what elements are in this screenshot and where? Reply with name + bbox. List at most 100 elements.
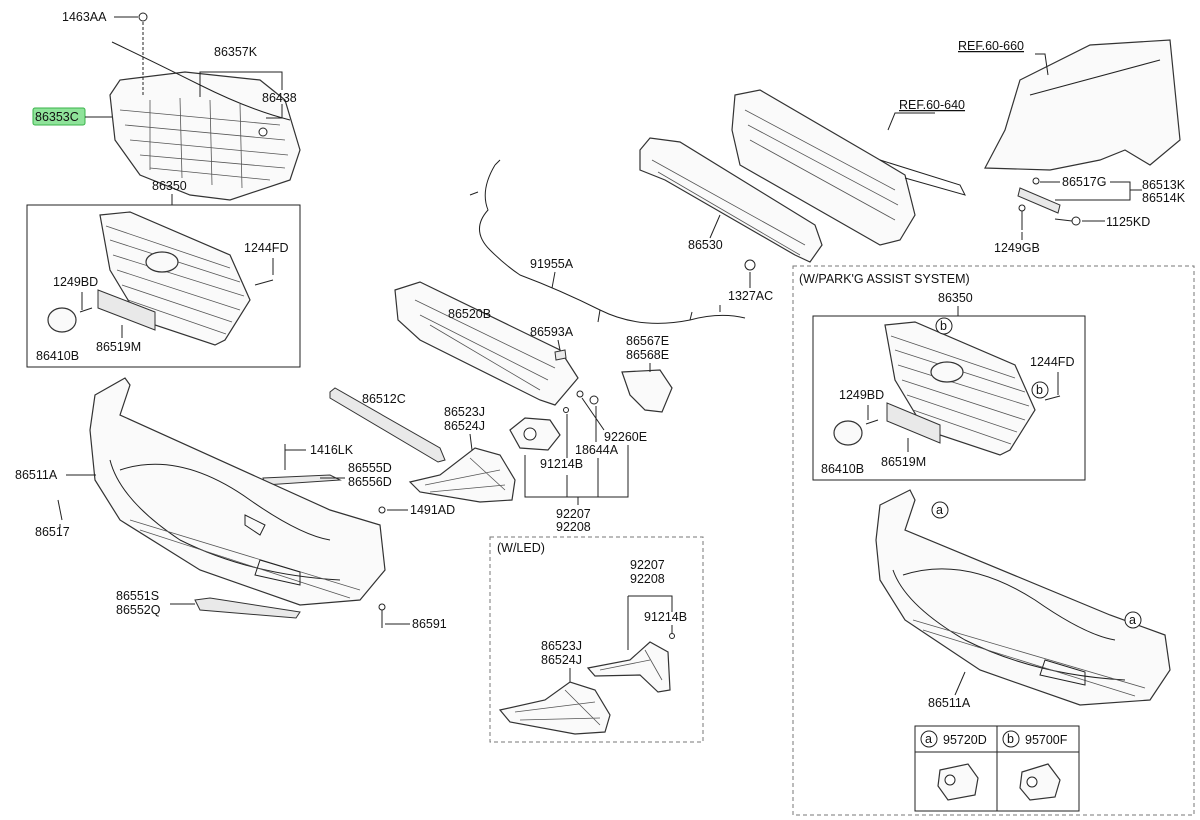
label-86410b-top[interactable]: 86410B — [36, 349, 79, 363]
part-86523j-cover-led[interactable] — [498, 681, 611, 735]
label-86556d[interactable]: 86556D — [348, 475, 392, 489]
label-86552q[interactable]: 86552Q — [116, 603, 161, 617]
part-86438-clip[interactable] — [258, 127, 268, 137]
callout-a-bumper-left[interactable] — [931, 501, 949, 519]
part-ref-60-640-carrier[interactable] — [731, 89, 966, 246]
label-92260e[interactable]: 92260E — [604, 430, 647, 444]
part-95700f-sensor[interactable] — [1019, 763, 1061, 801]
label-1327ac[interactable]: 1327AC — [728, 289, 773, 303]
label-86593a[interactable]: 86593A — [530, 325, 574, 339]
label-86524j-main[interactable]: 86524J — [444, 419, 485, 433]
label-86514k[interactable]: 86514K — [1142, 191, 1186, 205]
label-1244fd-park[interactable]: 1244FD — [1030, 355, 1074, 369]
part-91214b-screw-main[interactable] — [563, 407, 569, 413]
part-86519m-bracket[interactable] — [97, 289, 156, 331]
part-1125kd-bolt[interactable] — [1054, 216, 1081, 226]
part-86555d-molding[interactable] — [262, 474, 342, 486]
label-92207-main[interactable]: 92207 — [556, 507, 591, 521]
label-1125kd[interactable]: 1125KD — [1106, 215, 1150, 229]
label-86523j-main[interactable]: 86523J — [444, 405, 485, 419]
part-1249gb-screw[interactable] — [1018, 204, 1026, 230]
led-option-box — [489, 536, 704, 743]
label-86353c[interactable]: 86353C — [35, 110, 79, 124]
label-86517g[interactable]: 86517G — [1062, 175, 1106, 189]
label-1249bd-park[interactable]: 1249BD — [839, 388, 884, 402]
part-86410b-cap-park[interactable] — [833, 420, 863, 446]
label-86512c[interactable]: 86512C — [362, 392, 406, 406]
part-92260e-socket[interactable] — [576, 390, 584, 398]
part-86353c-cover[interactable] — [109, 71, 301, 201]
led-title[interactable]: (W/LED) — [497, 541, 545, 555]
label-86551s[interactable]: 86551S — [116, 589, 159, 603]
label-1463aa[interactable]: 1463AA — [62, 10, 107, 24]
part-86517-cover[interactable] — [57, 499, 63, 521]
grille-assembly-box — [26, 204, 301, 368]
label-1491ad[interactable]: 1491AD — [410, 503, 455, 517]
label-86530[interactable]: 86530 — [688, 238, 723, 252]
label-86410b-park[interactable]: 86410B — [821, 462, 864, 476]
label-92208-led[interactable]: 92208 — [630, 572, 665, 586]
label-86350-top[interactable]: 86350 — [152, 179, 187, 193]
label-86438[interactable]: 86438 — [262, 91, 297, 105]
label-86357k[interactable]: 86357K — [214, 45, 258, 59]
part-1327ac-nut[interactable] — [744, 259, 756, 271]
part-86519m-bracket-park[interactable] — [886, 402, 941, 444]
part-92207-fog-lamp-main[interactable] — [509, 417, 561, 451]
label-ref-60-660[interactable]: REF.60-660 — [958, 39, 1024, 53]
label-86517[interactable]: 86517 — [35, 525, 70, 539]
part-95720d-sensor[interactable] — [937, 763, 979, 801]
part-1491ad-clip[interactable] — [378, 506, 386, 514]
label-86523j-led[interactable]: 86523J — [541, 639, 582, 653]
part-86530-reinforcement[interactable] — [639, 137, 823, 263]
label-86511a-park[interactable]: 86511A — [928, 696, 971, 710]
label-ref-60-640[interactable]: REF.60-640 — [899, 98, 965, 112]
callout-b-legend[interactable] — [1002, 730, 1020, 748]
label-1249gb[interactable]: 1249GB — [994, 241, 1040, 255]
part-91955a-wiring[interactable] — [469, 159, 746, 324]
label-86524j-led[interactable]: 86524J — [541, 653, 582, 667]
label-1416lk[interactable]: 1416LK — [310, 443, 354, 457]
label-86519m-top[interactable]: 86519M — [96, 340, 141, 354]
part-92207-led-lamp[interactable] — [586, 641, 671, 693]
label-86350-park[interactable]: 86350 — [938, 291, 973, 305]
label-92207-led[interactable]: 92207 — [630, 558, 665, 572]
part-86593a-bracket[interactable] — [554, 349, 567, 361]
label-86519m-park[interactable]: 86519M — [881, 455, 926, 469]
label-95700f[interactable]: 95700F — [1025, 733, 1068, 747]
label-86568e[interactable]: 86568E — [626, 348, 669, 362]
label-95720d[interactable]: 95720D — [943, 733, 987, 747]
label-91214b-main[interactable]: 91214B — [540, 457, 583, 471]
callout-b-grille[interactable] — [935, 317, 953, 335]
callout-b-grille-right[interactable] — [1031, 381, 1049, 399]
label-86591[interactable]: 86591 — [412, 617, 447, 631]
callout-b-grille-right-letter: b — [1036, 383, 1043, 397]
label-86513k[interactable]: 86513K — [1142, 178, 1186, 192]
part-86551s-molding[interactable] — [194, 597, 301, 619]
part-86511a-bumper-main[interactable] — [89, 377, 386, 606]
part-86523j-cover-main[interactable] — [408, 447, 516, 503]
part-86567e-bracket[interactable] — [621, 369, 673, 413]
part-ref-60-660-fender[interactable] — [984, 39, 1181, 171]
label-91955a[interactable]: 91955A — [530, 257, 574, 271]
label-1249bd-top[interactable]: 1249BD — [53, 275, 98, 289]
label-86520b[interactable]: 86520B — [448, 307, 491, 321]
part-86520b-absorber[interactable] — [394, 281, 579, 406]
label-91214b-led[interactable]: 91214B — [644, 610, 687, 624]
park-title[interactable]: (W/PARK'G ASSIST SYSTEM) — [799, 272, 970, 286]
callout-a-legend[interactable] — [920, 730, 938, 748]
label-86511a-main[interactable]: 86511A — [15, 468, 58, 482]
label-92208-main[interactable]: 92208 — [556, 520, 591, 534]
part-86511a-bumper-park[interactable] — [875, 489, 1171, 706]
part-86350-grille-park[interactable] — [884, 321, 1036, 456]
label-1244fd-top[interactable]: 1244FD — [244, 241, 288, 255]
label-86555d[interactable]: 86555D — [348, 461, 392, 475]
part-91214b-screw-led[interactable] — [669, 633, 675, 639]
part-86591-screw[interactable] — [378, 603, 386, 628]
part-86410b-cap[interactable] — [47, 307, 77, 333]
part-86513k-bracket[interactable] — [1017, 187, 1061, 214]
callout-a-bumper-right[interactable] — [1124, 611, 1142, 629]
part-18644a-bulb[interactable] — [589, 395, 599, 405]
label-86567e[interactable]: 86567E — [626, 334, 669, 348]
part-86512c-garnish[interactable] — [329, 387, 446, 463]
label-18644a[interactable]: 18644A — [575, 443, 619, 457]
